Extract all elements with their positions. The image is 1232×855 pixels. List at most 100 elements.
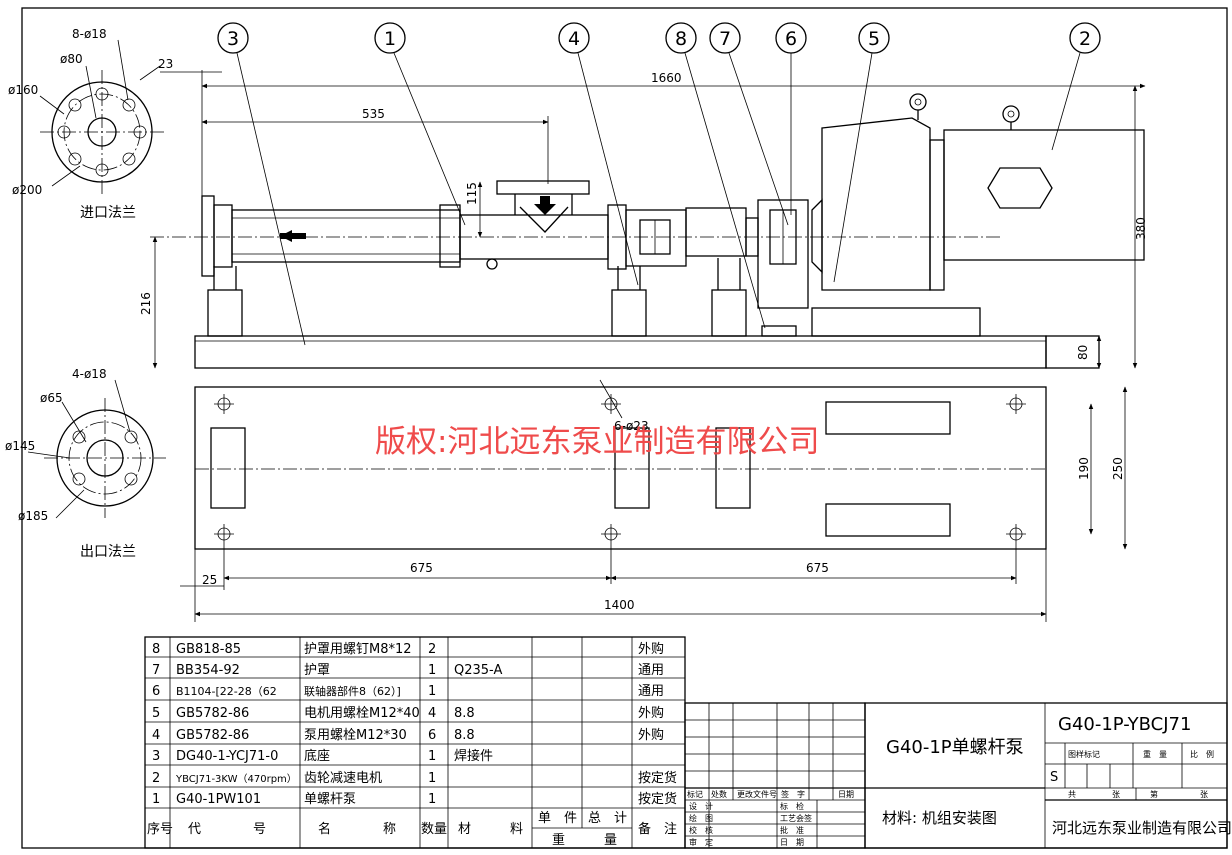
- svg-text:1: 1: [428, 749, 436, 764]
- svg-text:GB5782-86: GB5782-86: [176, 728, 249, 743]
- rev-label-date: 日期: [838, 790, 854, 799]
- inlet-flange-view: 8-ø18 ø80 ø160 ø200 进口法兰: [8, 27, 164, 221]
- svg-text:6: 6: [428, 728, 436, 743]
- svg-text:外购: 外购: [638, 727, 664, 743]
- bom-row-5: 5 GB5782-86 电机用螺栓M12*40 4 8.8 外购: [152, 705, 664, 721]
- dim-holes: 6-ø23: [614, 419, 649, 433]
- terminal-box: [987, 167, 1053, 209]
- svg-text:8: 8: [152, 642, 160, 657]
- svg-text:泵用螺栓M12*30: 泵用螺栓M12*30: [304, 728, 407, 743]
- rev-label-doc: 更改文件号: [737, 789, 777, 799]
- svg-text:按定货: 按定货: [638, 770, 677, 786]
- svg-text:8.8: 8.8: [454, 728, 475, 743]
- elevation-view: [150, 93, 1145, 369]
- pump-foot-right: [711, 289, 747, 337]
- svg-text:Q235-A: Q235-A: [454, 663, 502, 678]
- dimension-texts: 1660 535 115 380 216 80 23 190 250 675 6…: [139, 57, 1148, 612]
- coupling-guard: [757, 199, 809, 309]
- dim-23: 23: [158, 57, 173, 71]
- svg-text:DG40-1-YCJ71-0: DG40-1-YCJ71-0: [176, 749, 278, 764]
- bom-table: 序号 代 号 名 称 数量 材 料 单 件 总 计 重 量 备 注 8 GB81…: [144, 636, 686, 849]
- svg-text:通用: 通用: [638, 684, 664, 699]
- svg-text:按定货: 按定货: [638, 791, 677, 807]
- svg-text:4: 4: [428, 706, 436, 721]
- copyright-watermark: 版权:河北远东泵业制造有限公司: [375, 424, 820, 460]
- svg-text:通用: 通用: [638, 663, 664, 678]
- bom-row-3: 3 DG40-1-YCJ71-0 底座 1 焊接件: [152, 748, 493, 764]
- svg-text:8.8: 8.8: [454, 706, 475, 721]
- svg-text:5: 5: [152, 706, 160, 721]
- bom-header-weight: 重 量: [552, 832, 617, 848]
- svg-text:2: 2: [152, 771, 160, 786]
- svg-text:护罩: 护罩: [304, 663, 330, 678]
- svg-text:底座: 底座: [304, 748, 330, 764]
- svg-text:4: 4: [152, 728, 160, 743]
- bom-header-total: 总 计: [588, 811, 627, 826]
- dim-25: 25: [202, 573, 217, 587]
- role-standard: 标 检: [780, 801, 804, 811]
- stage-mark: S: [1050, 770, 1058, 785]
- role-check: 校 核: [689, 825, 713, 835]
- svg-text:1: 1: [428, 792, 436, 807]
- inlet-d80: ø80: [60, 52, 83, 66]
- bom-header-name: 名 称: [318, 821, 396, 837]
- svg-text:齿轮减速电机: 齿轮减速电机: [304, 771, 382, 786]
- svg-text:联轴器部件8（62）]: 联轴器部件8（62）]: [304, 684, 401, 698]
- svg-text:1: 1: [428, 771, 436, 786]
- bom-row-7: 7 BB354-92 护罩 1 Q235-A 通用: [152, 663, 664, 678]
- svg-text:2: 2: [428, 642, 436, 657]
- bom-header-unit: 单 件: [538, 811, 577, 826]
- pump-foot-left: [207, 289, 243, 337]
- role-design: 设 计: [689, 801, 713, 811]
- base-foot-right: [1045, 335, 1100, 369]
- rev-label-count: 处数: [711, 789, 727, 799]
- lifting-eye-left: [909, 93, 927, 111]
- bom-row-6: 6 B1104-[22-28（62 联轴器部件8（62）] 1 通用: [152, 684, 664, 699]
- balloon-8: 8: [675, 28, 687, 50]
- outlet-d145: ø145: [5, 439, 35, 453]
- svg-text:G40-1PW101: G40-1PW101: [176, 792, 261, 807]
- bom-header-qty: 数量: [421, 822, 447, 837]
- role-draw: 绘 图: [689, 813, 713, 823]
- motor-pedestal: [811, 307, 981, 337]
- svg-text:GB818-85: GB818-85: [176, 642, 241, 657]
- balloon-1: 1: [384, 28, 396, 50]
- dim-250: 250: [1111, 457, 1125, 480]
- svg-text:1: 1: [152, 792, 160, 807]
- svg-text:外购: 外购: [638, 705, 664, 721]
- scale-label: 比 例: [1190, 749, 1214, 759]
- balloon-3: 3: [227, 28, 239, 50]
- bom-header-material: 材 料: [458, 822, 523, 837]
- bom-header-no: 序号: [147, 822, 173, 837]
- plan-view: [194, 379, 1047, 550]
- svg-text:6: 6: [152, 684, 160, 699]
- balloon-5: 5: [868, 28, 880, 50]
- role-date: 日 期: [780, 838, 804, 847]
- role-approve: 审 定: [689, 837, 713, 847]
- svg-text:BB354-92: BB354-92: [176, 663, 240, 678]
- balloon-2: 2: [1079, 28, 1091, 50]
- base-plate: [194, 386, 1047, 550]
- inlet-arrow-down-icon: [534, 196, 556, 215]
- title-block: G40-1P单螺杆泵 材料: 机组安装图 G40-1P-YBCJ71 图样标记 …: [864, 702, 1232, 849]
- svg-text:3: 3: [152, 749, 160, 764]
- svg-text:1: 1: [428, 684, 436, 699]
- weight-label: 重 量: [1143, 749, 1167, 759]
- title-product: G40-1P单螺杆泵: [886, 737, 1024, 758]
- svg-text:GB5782-86: GB5782-86: [176, 706, 249, 721]
- outlet-d185: ø185: [18, 509, 48, 523]
- outlet-caption: 出口法兰: [80, 544, 136, 560]
- drawing-number: G40-1P-YBCJ71: [1058, 714, 1191, 735]
- motor-body: [943, 129, 1145, 261]
- dim-675-left: 675: [410, 561, 433, 575]
- outlet-holes: 4-ø18: [72, 367, 107, 381]
- inlet-d160: ø160: [8, 83, 38, 97]
- bom-row-2: 2 YBCJ71-3KW（470rpm） 齿轮减速电机 1 按定货: [152, 770, 677, 786]
- company-name: 河北远东泵业制造有限公司: [1052, 819, 1232, 837]
- bom-row-4: 4 GB5782-86 泵用螺栓M12*30 6 8.8 外购: [152, 727, 664, 743]
- gear-reducer: [821, 117, 931, 291]
- dim-675-right: 675: [806, 561, 829, 575]
- dim-535: 535: [362, 107, 385, 121]
- part-balloons: 3 1 4 8 7 6 5 2: [217, 22, 1101, 346]
